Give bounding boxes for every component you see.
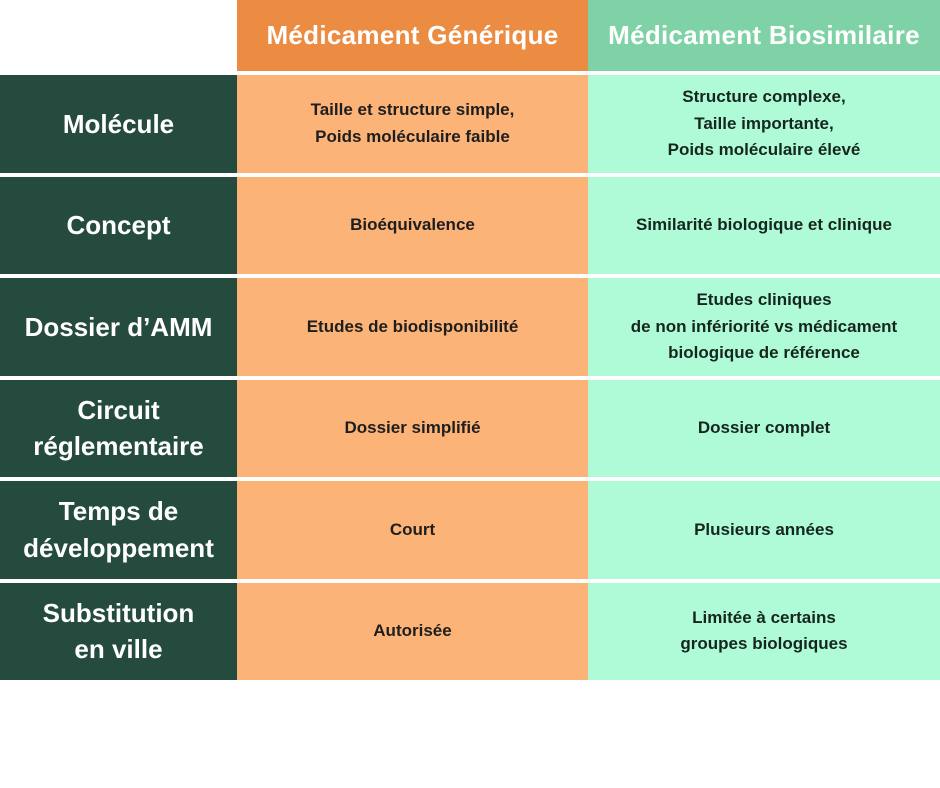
column-header-generique: Médicament Générique <box>237 0 588 71</box>
cell-circuit-generique: Dossier simplifié <box>237 379 588 477</box>
cell-dossier-amm-biosimilaire: Etudes cliniques de non infériorité vs m… <box>588 278 940 376</box>
cell-molecule-generique: Taille et structure simple, Poids molécu… <box>237 75 588 173</box>
cell-substitution-biosimilaire: Limitée à certains groupes biologiques <box>588 582 940 680</box>
row-label-concept: Concept <box>0 176 237 274</box>
row-label-substitution-ville: Substitution en ville <box>0 582 237 680</box>
cell-substitution-generique: Autorisée <box>237 582 588 680</box>
cell-circuit-biosimilaire: Dossier complet <box>588 379 940 477</box>
cell-molecule-biosimilaire: Structure complexe, Taille importante, P… <box>588 75 940 173</box>
row-label-circuit-reglementaire: Circuit réglementaire <box>0 379 237 477</box>
cell-concept-biosimilaire: Similarité biologique et clinique <box>588 176 940 274</box>
row-label-dossier-amm: Dossier d’AMM <box>0 278 237 376</box>
table-corner-spacer <box>0 0 237 71</box>
row-label-temps-developpement: Temps de développement <box>0 481 237 579</box>
column-header-biosimilaire: Médicament Biosimilaire <box>588 0 940 71</box>
cell-dossier-amm-generique: Etudes de biodisponibilité <box>237 278 588 376</box>
comparison-table: Médicament Générique Médicament Biosimil… <box>0 0 940 680</box>
cell-temps-biosimilaire: Plusieurs années <box>588 481 940 579</box>
cell-concept-generique: Bioéquivalence <box>237 176 588 274</box>
cell-temps-generique: Court <box>237 481 588 579</box>
row-label-molecule: Molécule <box>0 75 237 173</box>
